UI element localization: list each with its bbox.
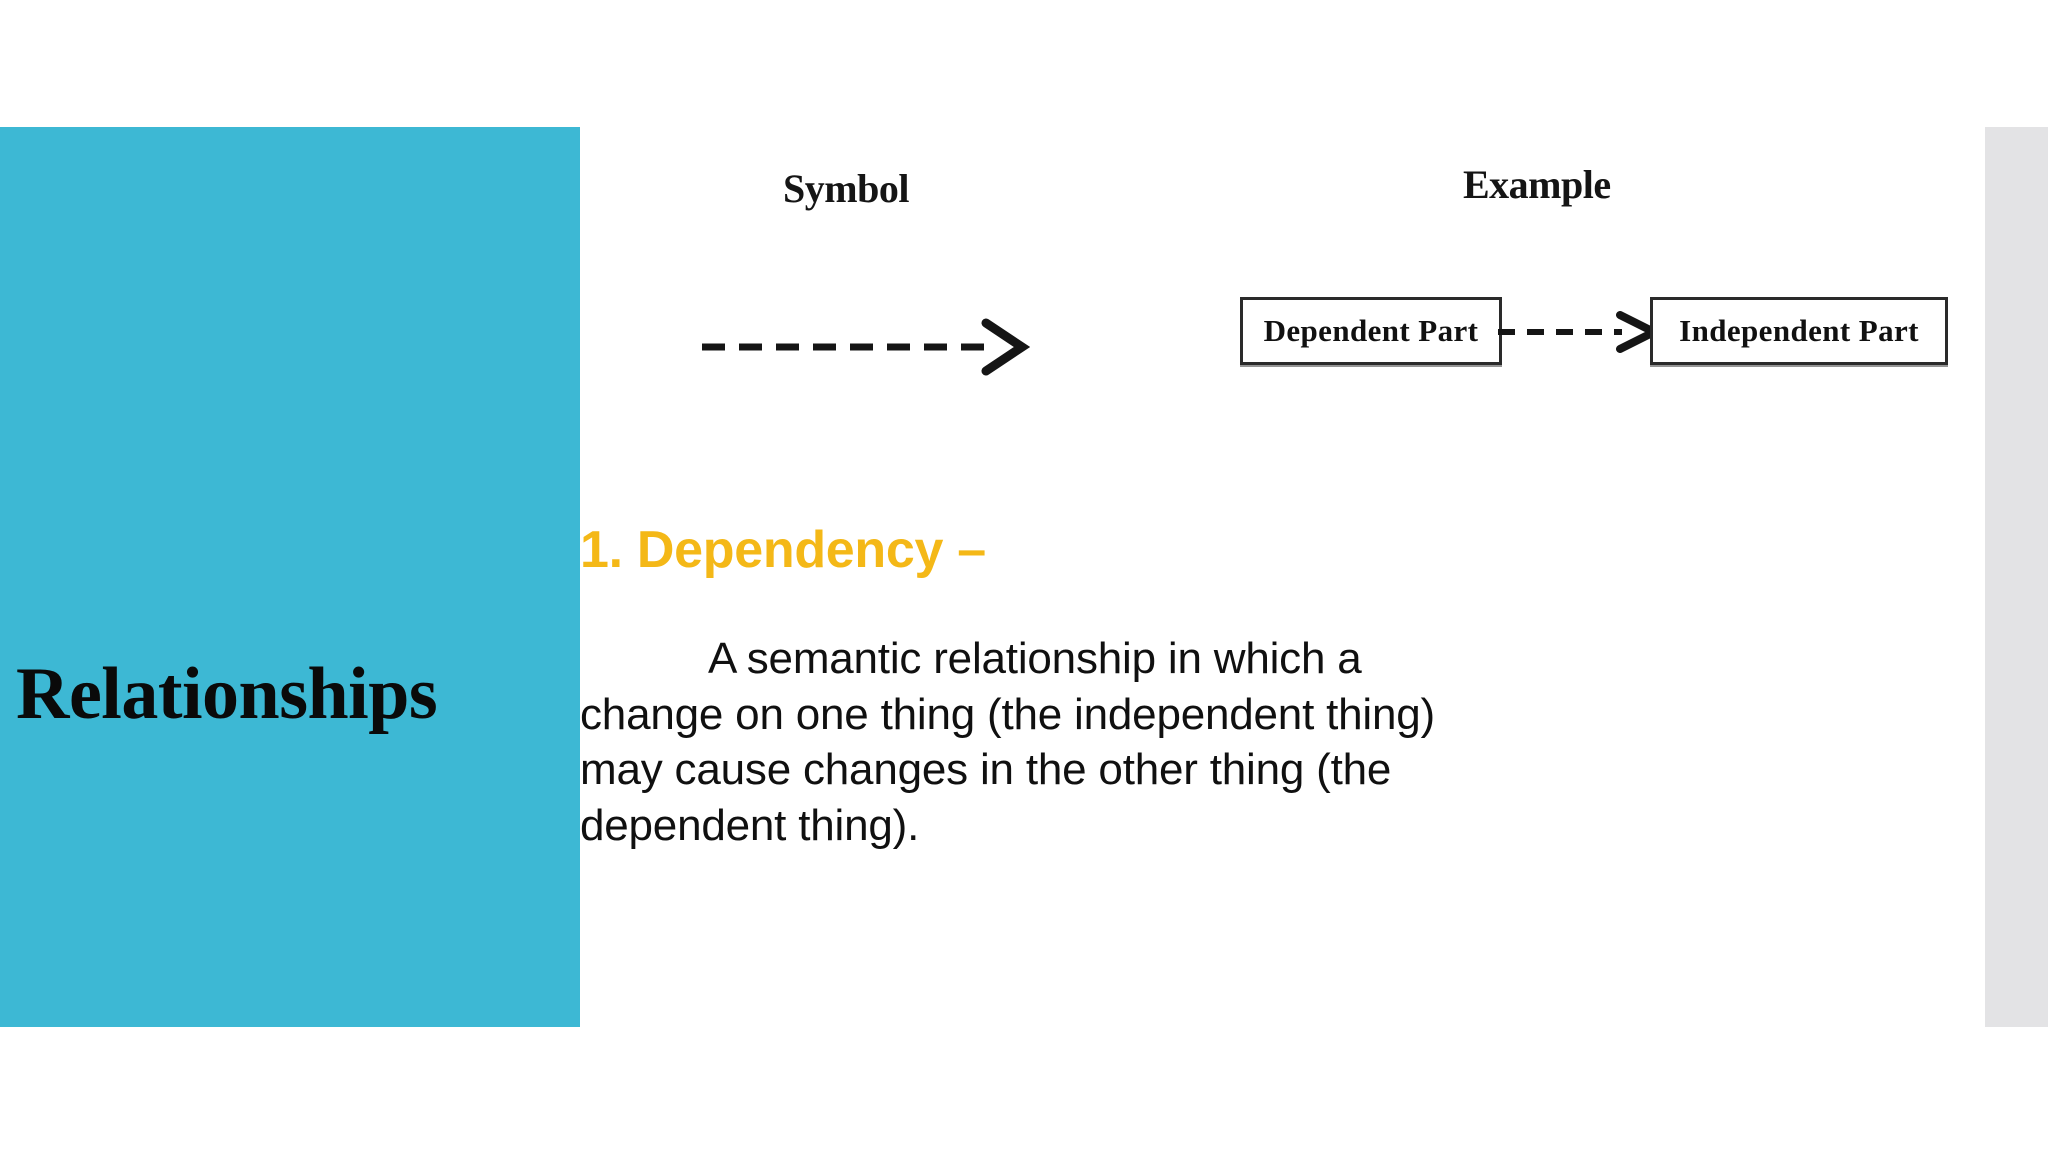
page-title: Relationships	[16, 653, 438, 735]
diagram-caption-example: Example	[1463, 162, 1611, 207]
title-panel: Relationships	[0, 127, 580, 1027]
dependency-example: Dependent Part Independent Part	[1240, 297, 1980, 397]
dependency-heading: 1. Dependency –	[580, 521, 986, 579]
diagram-caption-symbol: Symbol	[783, 166, 909, 211]
body-text-block: 1. Dependency – A semantic relationship …	[580, 521, 1930, 853]
example-dashed-arrow-icon	[1498, 311, 1658, 353]
right-edge-strip	[1985, 127, 2048, 1027]
independent-part-box: Independent Part	[1650, 297, 1948, 365]
dependent-part-box: Dependent Part	[1240, 297, 1502, 365]
dashed-dependency-arrow-icon	[702, 318, 1030, 376]
content-area: Symbol Example Dependent Part Independen…	[580, 127, 1985, 1027]
dependency-description: A semantic relationship in which a chang…	[580, 634, 1435, 850]
dependency-diagram: Symbol Example Dependent Part Independen…	[580, 127, 1985, 427]
